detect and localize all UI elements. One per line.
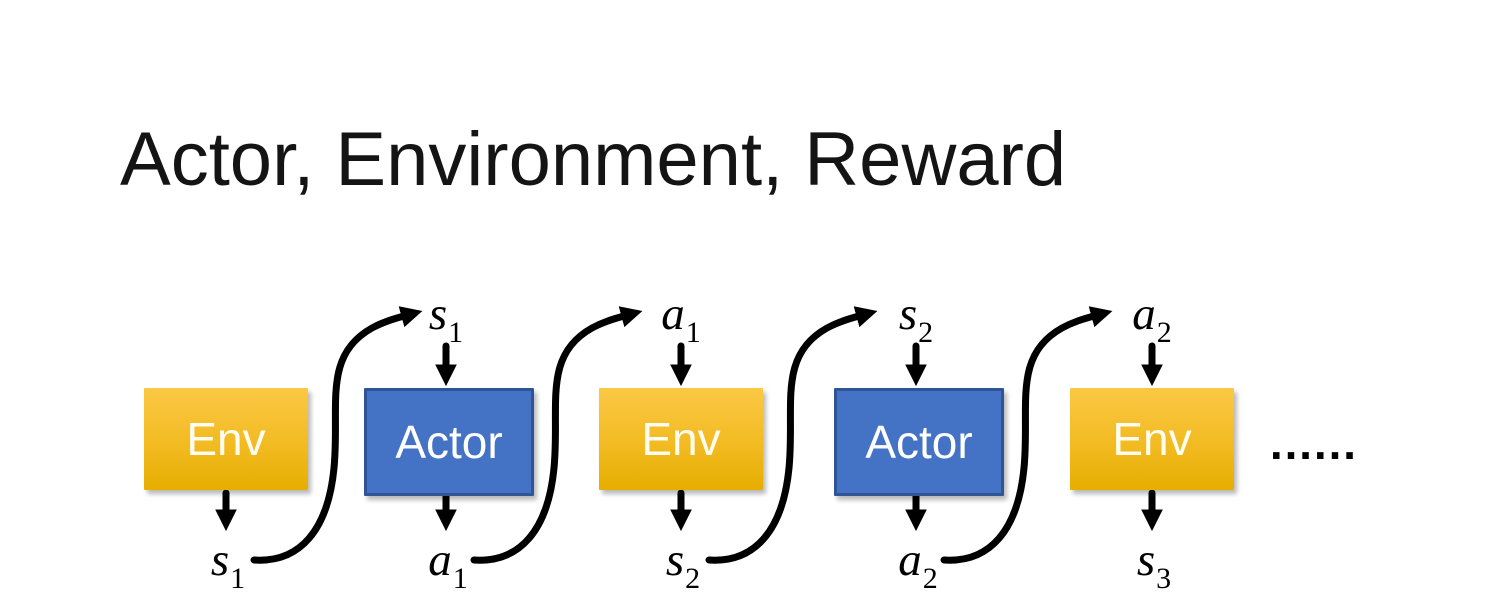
box-actor-2: Actor <box>834 388 1004 496</box>
box-env-2: Env <box>599 388 763 490</box>
box-env-1-label: Env <box>186 413 266 465</box>
label-s3-bottom: s3 <box>1136 534 1172 595</box>
curved-connectors <box>250 306 1113 564</box>
curve-a1-to-env2 <box>470 306 643 564</box>
straight-arrows <box>215 342 1163 532</box>
continuation-ellipsis: …… <box>1268 417 1358 469</box>
label-s2-top: s2 <box>898 288 934 349</box>
box-actor-1: Actor <box>364 388 534 496</box>
box-env-1: Env <box>144 388 308 490</box>
label-s1-top: s1 <box>428 288 464 349</box>
curve-s1-to-actor1 <box>250 306 423 564</box>
label-s1-bottom: s1 <box>210 534 246 595</box>
box-actor-1-label: Actor <box>395 416 503 468</box>
label-a1-bottom: a1 <box>428 534 468 595</box>
label-s2-bottom: s2 <box>665 534 701 595</box>
curve-a2-to-env3 <box>940 306 1113 564</box>
label-a2-top: a2 <box>1132 288 1172 349</box>
curve-s2-to-actor2 <box>705 306 878 564</box>
box-actor-2-label: Actor <box>865 416 973 468</box>
box-env-3: Env <box>1070 388 1234 490</box>
box-env-2-label: Env <box>641 413 721 465</box>
label-a2-bottom: a2 <box>898 534 938 595</box>
box-env-3-label: Env <box>1112 413 1192 465</box>
slide-title: Actor, Environment, Reward <box>120 117 1067 202</box>
label-a1-top: a1 <box>661 288 701 349</box>
